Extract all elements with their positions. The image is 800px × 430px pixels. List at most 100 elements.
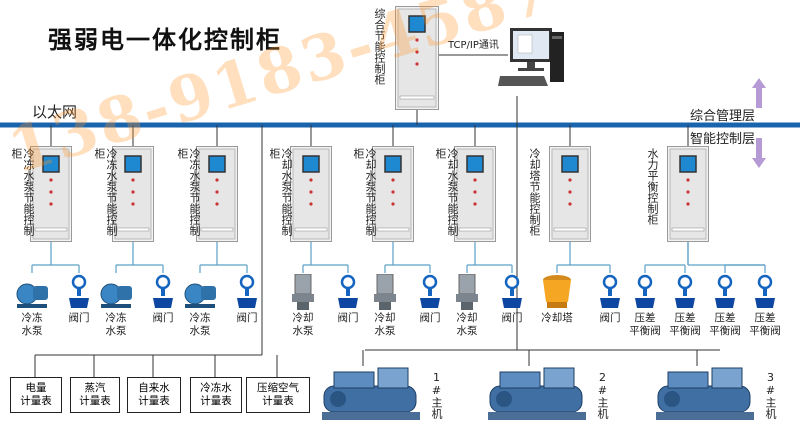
- double-arrow-icon: [752, 78, 766, 168]
- controller-cabinet-2[interactable]: [112, 146, 154, 242]
- device-valve: [495, 274, 529, 310]
- device-label: 冷却水泵: [442, 312, 492, 338]
- device-label-line1: 冷冻: [189, 312, 211, 324]
- valve-icon: [715, 274, 735, 308]
- pump-icon: [456, 273, 478, 310]
- device-label: 阀门: [54, 312, 104, 325]
- chiller-unit: [318, 364, 426, 424]
- device-valve: [62, 274, 96, 310]
- valve-icon: [755, 274, 775, 308]
- controller-cabinet-label: 水力平衡控制柜: [646, 148, 659, 225]
- device-label-line1: 冷却: [292, 312, 314, 324]
- cabinet-icon: [290, 146, 332, 242]
- device-label-line2: 水泵: [374, 325, 396, 337]
- device-valve: [331, 274, 365, 310]
- valve-icon: [635, 274, 655, 308]
- controller-cabinet-label: 冷却塔节能控制柜: [528, 148, 541, 236]
- device-pump-blue: [15, 274, 49, 310]
- controller-cabinet-label: 冷冻水泵节能控制柜: [10, 148, 35, 236]
- controller-cabinet-label: 冷却水泵节能控制柜: [268, 148, 293, 236]
- cabinet-icon: [30, 146, 72, 242]
- tcp-ip-label: TCP/IP通讯: [448, 40, 499, 51]
- device-valve: [628, 274, 662, 310]
- device-pump-blue: [183, 274, 217, 310]
- device-label-line1: 压差: [714, 312, 736, 324]
- chiller-label: 1#主机: [430, 371, 443, 419]
- device-pump-grey: [286, 273, 320, 310]
- chiller-unit: [484, 364, 592, 424]
- device-label: 冷却水泵: [360, 312, 410, 338]
- controller-cabinet-label: 冷却水泵节能控制柜: [352, 148, 377, 236]
- device-label: 压差平衡阀: [660, 312, 710, 338]
- controller-cabinet-4[interactable]: [290, 146, 332, 242]
- controller-cabinet-3[interactable]: [196, 146, 238, 242]
- controller-cabinet-7[interactable]: [549, 146, 591, 242]
- meter-type: 压缩空气: [257, 382, 299, 394]
- pump-icon: [184, 283, 216, 308]
- device-label-line1: 压差: [634, 312, 656, 324]
- device-label: 冷却水泵: [278, 312, 328, 338]
- pump-icon: [292, 273, 314, 310]
- device-label-line2: 平衡阀: [709, 325, 741, 337]
- device-label-line1: 压差: [674, 312, 696, 324]
- cabinet-icon: [454, 146, 496, 242]
- device-label-line2: 平衡阀: [749, 325, 781, 337]
- device-label-line1: 阀门: [419, 312, 441, 324]
- controller-cabinet-label: 冷却水泵节能控制柜: [434, 148, 459, 236]
- layer-control-label: 智能控制层: [690, 132, 756, 147]
- controller-cabinet-label: 冷冻水泵节能控制柜: [93, 148, 118, 236]
- valve-icon: [69, 274, 89, 308]
- cooling-tower-icon: [543, 275, 571, 308]
- controller-cabinet-6[interactable]: [454, 146, 496, 242]
- chiller-icon: [656, 367, 754, 420]
- meter-box: 压缩空气计量表: [246, 377, 310, 413]
- device-label: 阀门: [222, 312, 272, 325]
- device-pump-grey: [368, 273, 402, 310]
- device-label: 压差平衡阀: [740, 312, 790, 338]
- device-label-line2: 水泵: [21, 325, 43, 337]
- cabinet-icon: [395, 6, 439, 110]
- device-label: 冷冻水泵: [7, 312, 57, 338]
- meter-unit: 计量表: [262, 395, 294, 407]
- device-valve: [230, 274, 264, 310]
- cabinet-icon: [112, 146, 154, 242]
- valve-icon: [338, 274, 358, 308]
- device-label-line2: 平衡阀: [629, 325, 661, 337]
- pump-icon: [100, 283, 132, 308]
- device-label-line1: 阀门: [152, 312, 174, 324]
- device-label-line1: 阀门: [236, 312, 258, 324]
- device-valve: [748, 274, 782, 310]
- device-label: 阀门: [405, 312, 455, 325]
- device-label: 阀门: [487, 312, 537, 325]
- controller-cabinet-5[interactable]: [372, 146, 414, 242]
- pump-icon: [16, 283, 48, 308]
- cabinet-icon: [196, 146, 238, 242]
- device-label-line1: 冷却: [374, 312, 396, 324]
- valve-icon: [237, 274, 257, 308]
- device-label-line2: 水泵: [292, 325, 314, 337]
- chiller-label: 3#主机: [764, 371, 777, 419]
- valve-icon: [502, 274, 522, 308]
- meter-box: 蒸汽计量表: [70, 377, 120, 413]
- pump-icon: [374, 273, 396, 310]
- top-energy-cabinet[interactable]: [395, 6, 439, 110]
- controller-cabinet-8[interactable]: [667, 146, 709, 242]
- controller-cabinet-1[interactable]: [30, 146, 72, 242]
- device-label-line1: 阀门: [68, 312, 90, 324]
- device-label-line1: 阀门: [337, 312, 359, 324]
- meter-unit: 计量表: [20, 395, 52, 407]
- device-label: 压差平衡阀: [620, 312, 670, 338]
- device-valve: [146, 274, 180, 310]
- valve-icon: [153, 274, 173, 308]
- chiller-label: 2#主机: [596, 371, 609, 419]
- valve-icon: [675, 274, 695, 308]
- controller-cabinet-label: 冷冻水泵节能控制柜: [176, 148, 201, 236]
- meter-type: 冷冻水: [200, 382, 232, 394]
- device-label: 阀门: [138, 312, 188, 325]
- chiller-unit: [652, 364, 760, 424]
- cabinet-icon: [372, 146, 414, 242]
- meter-unit: 计量表: [200, 395, 232, 407]
- meter-box: 电量计量表: [10, 377, 62, 413]
- device-label-line1: 阀门: [501, 312, 523, 324]
